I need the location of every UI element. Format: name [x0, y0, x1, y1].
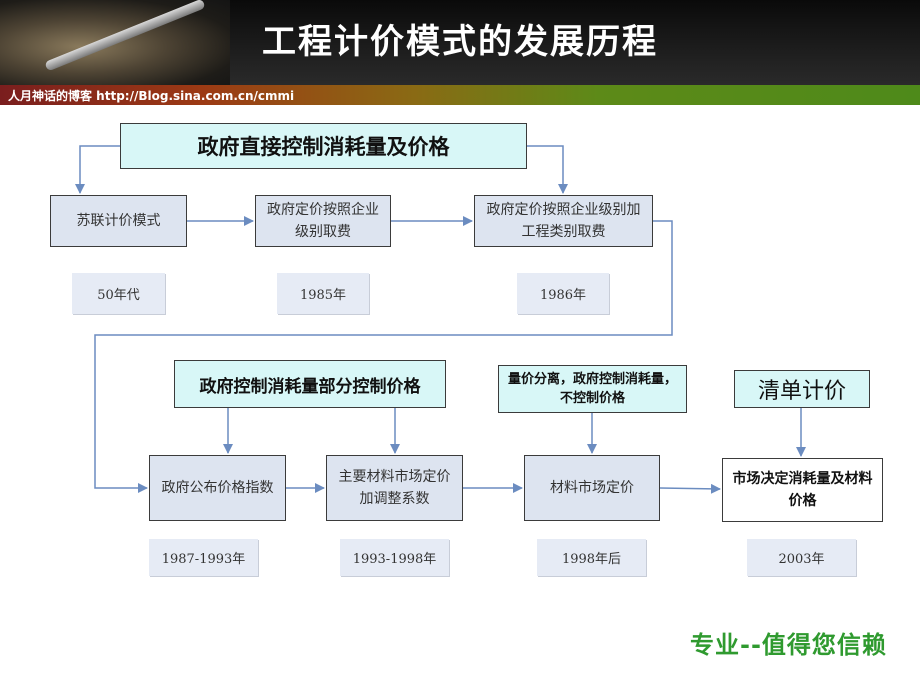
arrow-source-to-soviet [75, 145, 120, 194]
year-label-1993-1998: 1993-1998年 [340, 539, 449, 576]
step-material-coefficient-box: 主要材料市场定价加调整系数 [326, 455, 463, 521]
source-bill-pricing-label: 清单计价 [757, 379, 846, 404]
source-direct-control-box: 政府直接控制消耗量及价格 [120, 123, 527, 169]
year-text-1998-after: 1998年后 [561, 552, 622, 567]
step-1986-label: 政府定价按照企业级别加工程类别取费 [486, 202, 641, 240]
slogan-text: 专业--值得您信赖 [690, 631, 887, 659]
step-market-pricing-label: 材料市场定价 [550, 480, 634, 496]
step-market-decides-label: 市场决定消耗量及材料价格 [732, 471, 873, 509]
year-label-2003: 2003年 [747, 539, 856, 576]
year-label-1987-1993: 1987-1993年 [149, 539, 258, 576]
header-photo [0, 0, 230, 85]
step-market-decides-box: 市场决定消耗量及材料价格 [722, 458, 883, 522]
source-direct-control-label: 政府直接控制消耗量及价格 [197, 134, 450, 159]
year-text-1993-1998: 1993-1998年 [352, 552, 437, 567]
step-1986-box: 政府定价按照企业级别加工程类别取费 [474, 195, 653, 247]
step-soviet-box: 苏联计价模式 [50, 195, 187, 247]
source-partial-control-box: 政府控制消耗量部分控制价格 [174, 360, 446, 408]
title-banner: 工程计价模式的发展历程 [0, 0, 920, 85]
step-material-coefficient-label: 主要材料市场定价加调整系数 [338, 469, 451, 507]
year-text-2003: 2003年 [778, 552, 825, 567]
year-text-1986: 1986年 [539, 288, 587, 303]
source-bill-pricing-box: 清单计价 [734, 370, 870, 408]
step-soviet-label: 苏联计价模式 [76, 213, 161, 229]
step-1985-box: 政府定价按照企业级别取费 [255, 195, 391, 247]
blog-url-text: 人月神话的博客 http://Blog.sina.com.cn/cmmi [8, 89, 295, 103]
step-1985-label: 政府定价按照企业级别取费 [267, 202, 379, 240]
step-price-index-box: 政府公布价格指数 [149, 455, 286, 521]
arrow-wrap-to-bottom-row [94, 220, 673, 493]
year-text-1985: 1985年 [299, 288, 347, 303]
year-label-1986: 1986年 [517, 273, 609, 314]
source-partial-control-label: 政府控制消耗量部分控制价格 [199, 376, 421, 397]
year-label-50s: 50年代 [72, 273, 165, 314]
year-label-1985: 1985年 [277, 273, 369, 314]
source-separation-label: 量价分离，政府控制消耗量，不控制价格 [507, 372, 677, 406]
year-label-1998-after: 1998年后 [537, 539, 646, 576]
arrow-source-to-1986 [527, 145, 568, 194]
step-price-index-label: 政府公布价格指数 [161, 480, 274, 496]
arrow-market-to-decides [659, 483, 721, 494]
blog-band: 人月神话的博客 http://Blog.sina.com.cn/cmmi [0, 85, 920, 105]
year-text-1987-1993: 1987-1993年 [161, 552, 246, 567]
step-market-pricing-box: 材料市场定价 [524, 455, 660, 521]
source-separation-box: 量价分离，政府控制消耗量，不控制价格 [498, 365, 687, 413]
page-title: 工程计价模式的发展历程 [262, 22, 658, 62]
year-text-50s: 50年代 [97, 288, 140, 303]
